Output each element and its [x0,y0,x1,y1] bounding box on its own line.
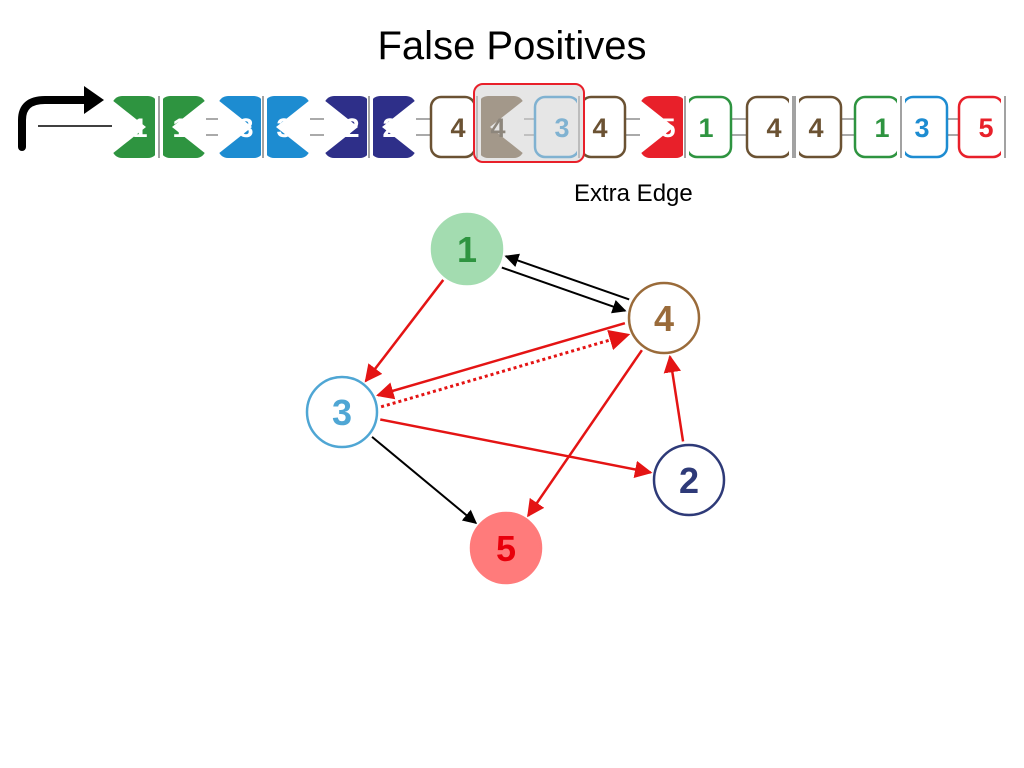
edge-4-to-1 [504,253,630,301]
tile-label: 3 [276,113,291,143]
node-circle [305,375,379,449]
extra-edge-highlight [473,83,585,163]
sequence-tile-10: 4 [578,94,640,160]
node-label: 5 [496,528,516,569]
tile-label: 2 [344,113,359,143]
tile-notch [382,100,416,154]
sequence-tile-1: 1 [112,94,160,160]
slide-title: False Positives [377,24,647,68]
tile-notch [640,100,674,154]
sequence-tile-16: 3 [900,94,958,160]
sequence-tile-13: 4 [745,94,794,160]
tile-label: 4 [592,113,607,143]
sequence-tile-2: 1 [158,94,218,160]
node-circle [430,212,504,286]
sequence-tile-6: 2 [368,94,430,160]
sequence-tile-5: 2 [324,94,372,160]
node-4: 4 [627,281,701,355]
sequence-tile-17: 5 [957,94,1006,160]
tile-label: 4 [766,113,781,143]
sequence-tile-15: 1 [853,94,902,160]
edge-1-to-3 [364,279,445,383]
tile-label: 1 [172,113,187,143]
tile-label: 4 [808,113,823,143]
sequence-tile-7: 4 [429,94,478,160]
sequence-tile-11: 5 [640,94,688,160]
tile-notch [218,100,252,154]
node-label: 4 [654,298,674,339]
node-circle [469,511,543,585]
node-circle [627,281,701,355]
tile-label: 3 [238,113,253,143]
edge-2-to-4 [663,354,685,442]
tile-label: 1 [132,113,147,143]
node-label: 1 [457,229,477,270]
graph-nodes: 1 4 3 2 5 [305,212,726,585]
node-5: 5 [469,511,543,585]
edge-3-to-4 [380,329,631,409]
sequence-tile-4: 3 [262,94,324,160]
start-arrow-icon [18,86,112,151]
extra-edge-label: Extra Edge [574,180,693,207]
sequence-strip: 11332244345144135 [112,83,1006,163]
tile-notch [112,100,146,154]
tile-label: 5 [978,113,993,143]
tile-notch [172,100,206,154]
tile-label: 5 [660,113,675,143]
sequence-tile-14: 4 [794,94,854,160]
edge-3-to-2 [380,418,653,479]
node-3: 3 [305,375,379,449]
tile-label: 1 [874,113,889,143]
node-label: 2 [679,460,699,501]
tile-notch [276,100,310,154]
graph-edges [364,253,685,524]
tile-notch [324,100,358,154]
tile-label: 1 [698,113,713,143]
edge-3-to-5 [371,436,478,524]
node-2: 2 [652,443,726,517]
node-label: 3 [332,392,352,433]
tile-label: 2 [382,113,397,143]
edge-4-to-5 [527,349,643,518]
edge-1-to-4 [501,266,627,314]
node-1: 1 [430,212,504,286]
tile-label: 3 [914,113,929,143]
tile-label: 4 [450,113,465,143]
edge-4-to-3 [376,321,626,400]
node-circle [652,443,726,517]
sequence-tile-12: 1 [684,94,746,160]
sequence-tile-3: 3 [218,94,266,160]
